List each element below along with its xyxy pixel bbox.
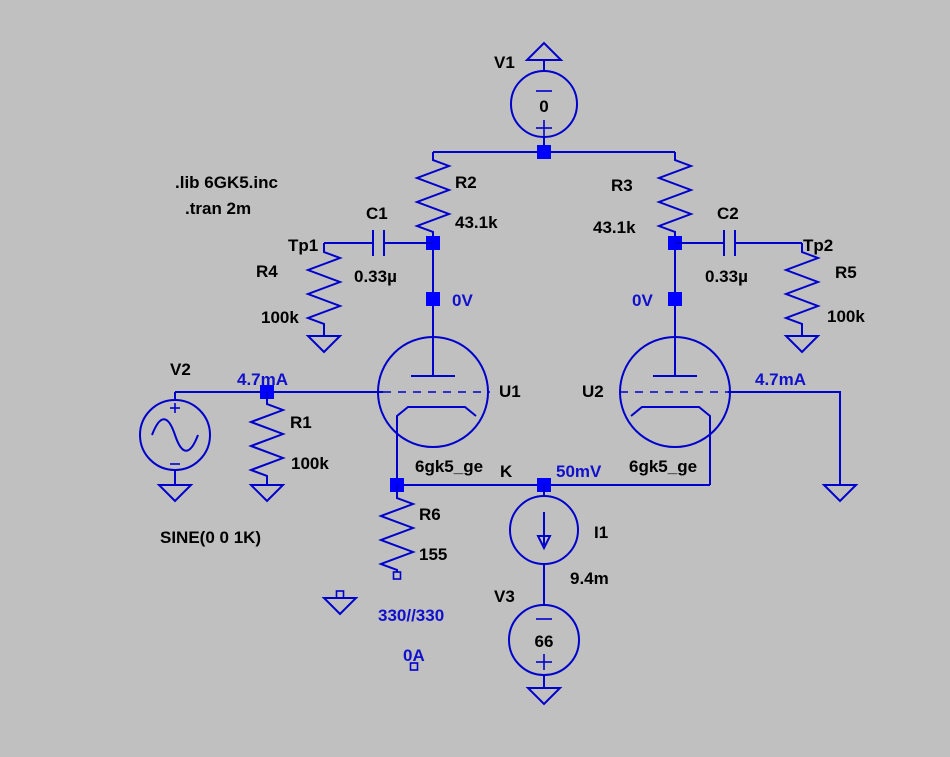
v1-name: V1 bbox=[494, 53, 515, 72]
c2-capacitor[interactable] bbox=[723, 230, 736, 256]
r6-open-terminal bbox=[392, 571, 402, 580]
tp1-net-label: Tp1 bbox=[288, 236, 318, 255]
i1-value: 9.4m bbox=[570, 569, 609, 588]
u2-name: U2 bbox=[582, 382, 604, 401]
u1-model: 6gk5_ge bbox=[415, 457, 483, 476]
i1-current-source[interactable] bbox=[509, 495, 579, 565]
current-probe-terminal bbox=[409, 662, 419, 671]
grid-right-ground-icon bbox=[821, 484, 859, 503]
r2-name: R2 bbox=[455, 173, 477, 192]
r5-ground-icon bbox=[783, 335, 821, 354]
r2-resistor[interactable] bbox=[414, 152, 452, 243]
v1-source[interactable] bbox=[510, 60, 578, 138]
v3-name: V3 bbox=[494, 587, 515, 606]
v2-value: SINE(0 0 1K) bbox=[160, 528, 261, 547]
r3-name: R3 bbox=[611, 176, 633, 195]
wire-grid-right bbox=[728, 391, 841, 485]
spice-lib-directive: .lib 6GK5.inc bbox=[175, 173, 278, 192]
plate2-voltage-readout: 0V bbox=[632, 291, 653, 310]
u1-name: U1 bbox=[499, 382, 521, 401]
r5-resistor[interactable] bbox=[783, 243, 821, 336]
v1-supply-arrow bbox=[524, 41, 564, 61]
r6-name: R6 bbox=[419, 505, 441, 524]
c1-name: C1 bbox=[366, 204, 388, 223]
c1-capacitor[interactable] bbox=[372, 230, 385, 256]
c2-value: 0.33µ bbox=[705, 267, 748, 286]
node-plate-left bbox=[426, 292, 440, 306]
r6-current-readout: 0A bbox=[403, 646, 425, 665]
r2-value: 43.1k bbox=[455, 213, 498, 232]
c2-name: C2 bbox=[717, 204, 739, 223]
grid1-current-readout: 4.7mA bbox=[237, 370, 288, 389]
v2-sine-source[interactable] bbox=[139, 399, 211, 471]
r3-resistor[interactable] bbox=[656, 152, 694, 243]
r1-resistor[interactable] bbox=[248, 392, 286, 485]
r4-value: 100k bbox=[261, 308, 299, 327]
v3-value: 66 bbox=[535, 632, 554, 651]
k-net-label: K bbox=[500, 462, 513, 481]
r6-value: 155 bbox=[419, 545, 447, 564]
r5-value: 100k bbox=[827, 307, 865, 326]
tp2-net-label: Tp2 bbox=[803, 236, 833, 255]
plate1-voltage-readout: 0V bbox=[452, 291, 473, 310]
grid2-current-readout: 4.7mA bbox=[755, 370, 806, 389]
floating-ground-icon bbox=[321, 590, 359, 616]
r5-name: R5 bbox=[835, 263, 857, 282]
r1-name: R1 bbox=[290, 413, 312, 432]
cathode-voltage-readout: 50mV bbox=[556, 462, 602, 481]
v1-value: 0 bbox=[539, 97, 548, 116]
r3-value: 43.1k bbox=[593, 218, 636, 237]
u2-triode[interactable] bbox=[619, 336, 731, 485]
v3-ground-icon bbox=[525, 687, 563, 706]
spice-tran-directive: .tran 2m bbox=[185, 199, 251, 218]
r4-ground-icon bbox=[305, 335, 343, 354]
r4-resistor[interactable] bbox=[305, 243, 343, 336]
i1-name: I1 bbox=[594, 523, 608, 542]
c1-value: 0.33µ bbox=[354, 267, 397, 286]
u2-model: 6gk5_ge bbox=[629, 457, 697, 476]
r4-name: R4 bbox=[256, 262, 278, 281]
r1-value: 100k bbox=[291, 454, 329, 473]
v2-name: V2 bbox=[170, 360, 191, 379]
v2-ground-icon bbox=[156, 484, 194, 503]
node-plate-right bbox=[668, 292, 682, 306]
r6-parallel-note: 330//330 bbox=[378, 606, 444, 625]
node-top-bus bbox=[537, 145, 551, 159]
r6-resistor[interactable] bbox=[378, 485, 416, 572]
r1-ground-icon bbox=[248, 484, 286, 503]
